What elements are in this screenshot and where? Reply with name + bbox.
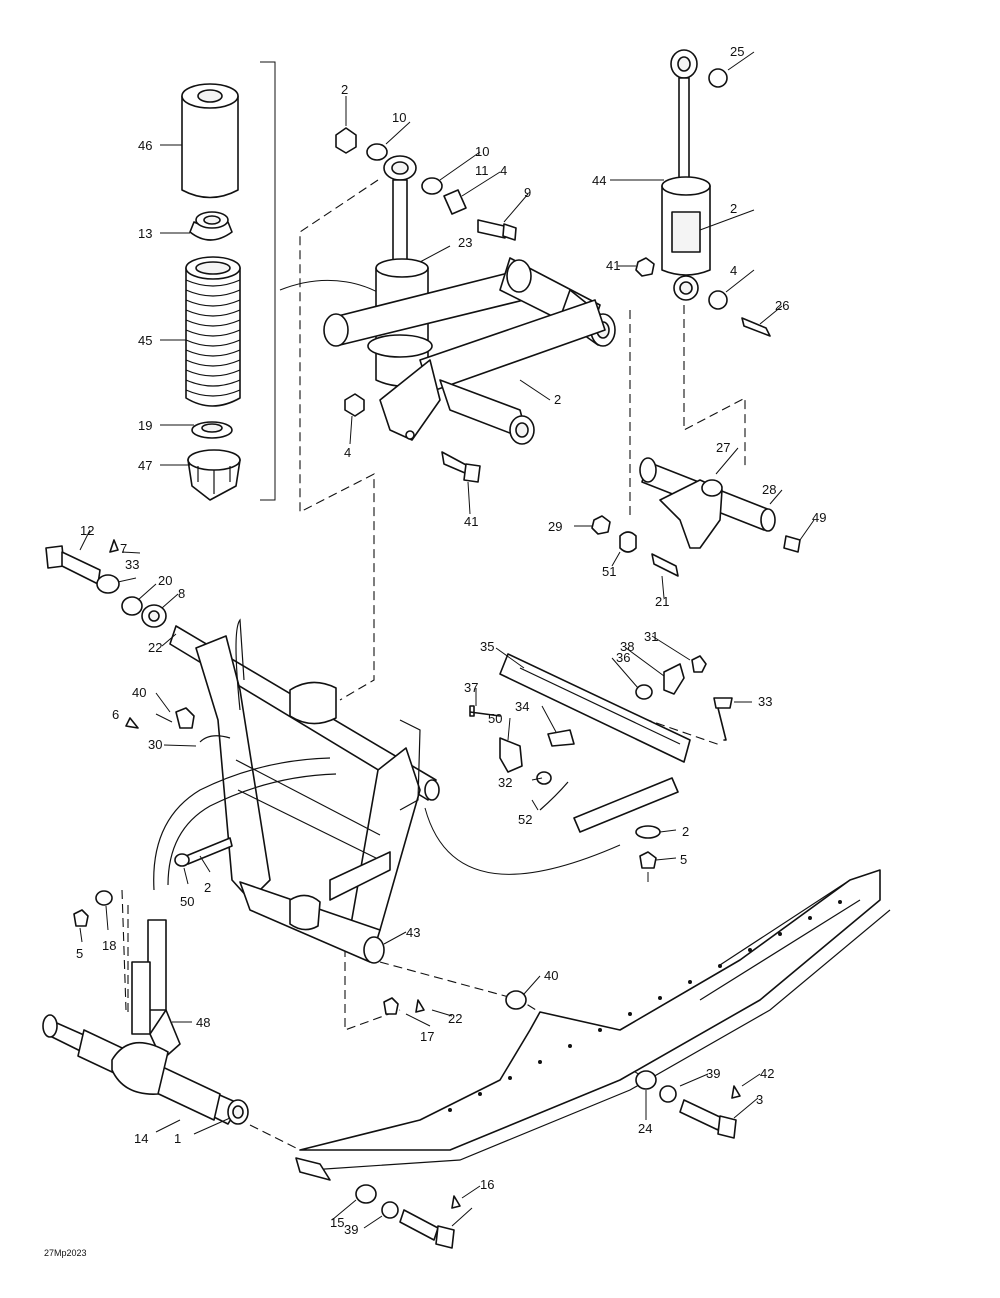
rail-fasteners <box>125 717 741 1249</box>
callout-34: 34 <box>515 699 529 714</box>
callout-23: 23 <box>458 235 472 250</box>
callout-24: 24 <box>638 1121 652 1136</box>
limiter-strap <box>469 653 733 811</box>
callout-14: 14 <box>134 1131 148 1146</box>
shock-hardware-top <box>335 127 517 483</box>
callout-1: 1 <box>174 1131 181 1146</box>
slide-plate <box>573 777 679 882</box>
callout-42: 42 <box>760 1066 774 1081</box>
callout-36: 36 <box>616 650 630 665</box>
callout-7: 7 <box>120 541 127 556</box>
front-arm-bolt-set <box>45 539 167 628</box>
callout-2: 2 <box>682 824 689 839</box>
lower-spring-washer <box>191 421 233 439</box>
rear-arm-assembly <box>323 257 616 445</box>
upper-spring-seat <box>189 211 233 241</box>
callout-21: 21 <box>655 594 669 609</box>
callout-2: 2 <box>730 201 737 216</box>
callout-29: 29 <box>548 519 562 534</box>
callout-4: 4 <box>500 163 507 178</box>
callout-37: 37 <box>464 680 478 695</box>
callout-43: 43 <box>406 925 420 940</box>
drawing-reference-code: 27Mp2023 <box>44 1248 87 1258</box>
rear-cross-shaft <box>591 457 801 577</box>
callout-40: 40 <box>132 685 146 700</box>
callout-32: 32 <box>498 775 512 790</box>
callout-4: 4 <box>344 445 351 460</box>
callout-17: 17 <box>420 1029 434 1044</box>
callout-33: 33 <box>758 694 772 709</box>
callout-9: 9 <box>524 185 531 200</box>
callout-45: 45 <box>138 333 152 348</box>
left-hardware <box>73 837 233 927</box>
rear-shock-absorber <box>635 49 771 337</box>
callout-39: 39 <box>344 1222 358 1237</box>
callout-22: 22 <box>148 640 162 655</box>
callout-26: 26 <box>775 298 789 313</box>
callout-33: 33 <box>125 557 139 572</box>
rear-cross-tube <box>42 1014 249 1125</box>
callout-50: 50 <box>180 894 194 909</box>
callout-44: 44 <box>592 173 606 188</box>
callout-50: 50 <box>488 711 502 726</box>
callout-47: 47 <box>138 458 152 473</box>
slide-rail <box>295 869 891 1181</box>
callout-51: 51 <box>602 564 616 579</box>
callout-39: 39 <box>706 1066 720 1081</box>
front-arm-frame <box>169 618 440 964</box>
callout-leaders <box>79 51 815 1229</box>
callout-35: 35 <box>480 639 494 654</box>
callout-46: 46 <box>138 138 152 153</box>
callout-8: 8 <box>178 586 185 601</box>
callout-18: 18 <box>102 938 116 953</box>
callout-41: 41 <box>464 514 478 529</box>
callout-20: 20 <box>158 573 172 588</box>
rear-arm-bracket <box>131 919 181 1061</box>
callout-52: 52 <box>518 812 532 827</box>
callout-49: 49 <box>812 510 826 525</box>
callout-19: 19 <box>138 418 152 433</box>
adjuster-cam <box>187 449 241 501</box>
callout-12: 12 <box>80 523 94 538</box>
callout-4: 4 <box>730 263 737 278</box>
callout-48: 48 <box>196 1015 210 1030</box>
callout-11: 11 <box>475 163 489 178</box>
callout-16: 16 <box>480 1177 494 1192</box>
callout-5: 5 <box>680 852 687 867</box>
callout-25: 25 <box>730 44 744 59</box>
callout-3: 3 <box>756 1092 763 1107</box>
coil-spring <box>185 256 241 407</box>
callout-38: 38 <box>620 639 634 654</box>
spring-kit-bracket <box>260 61 276 501</box>
callout-10: 10 <box>475 144 489 159</box>
callout-2: 2 <box>341 82 348 97</box>
callout-10: 10 <box>392 110 406 125</box>
callout-30: 30 <box>148 737 162 752</box>
spring-cover-boot <box>181 83 239 199</box>
callout-6: 6 <box>112 707 119 722</box>
callout-31: 31 <box>644 629 658 644</box>
callout-15: 15 <box>330 1215 344 1230</box>
callout-22: 22 <box>448 1011 462 1026</box>
callout-41: 41 <box>606 258 620 273</box>
callout-27: 27 <box>716 440 730 455</box>
callout-2: 2 <box>204 880 211 895</box>
callout-28: 28 <box>762 482 776 497</box>
callout-2: 2 <box>554 392 561 407</box>
frame-loop <box>153 757 337 891</box>
callout-5: 5 <box>76 946 83 961</box>
callout-13: 13 <box>138 226 152 241</box>
callout-40: 40 <box>544 968 558 983</box>
